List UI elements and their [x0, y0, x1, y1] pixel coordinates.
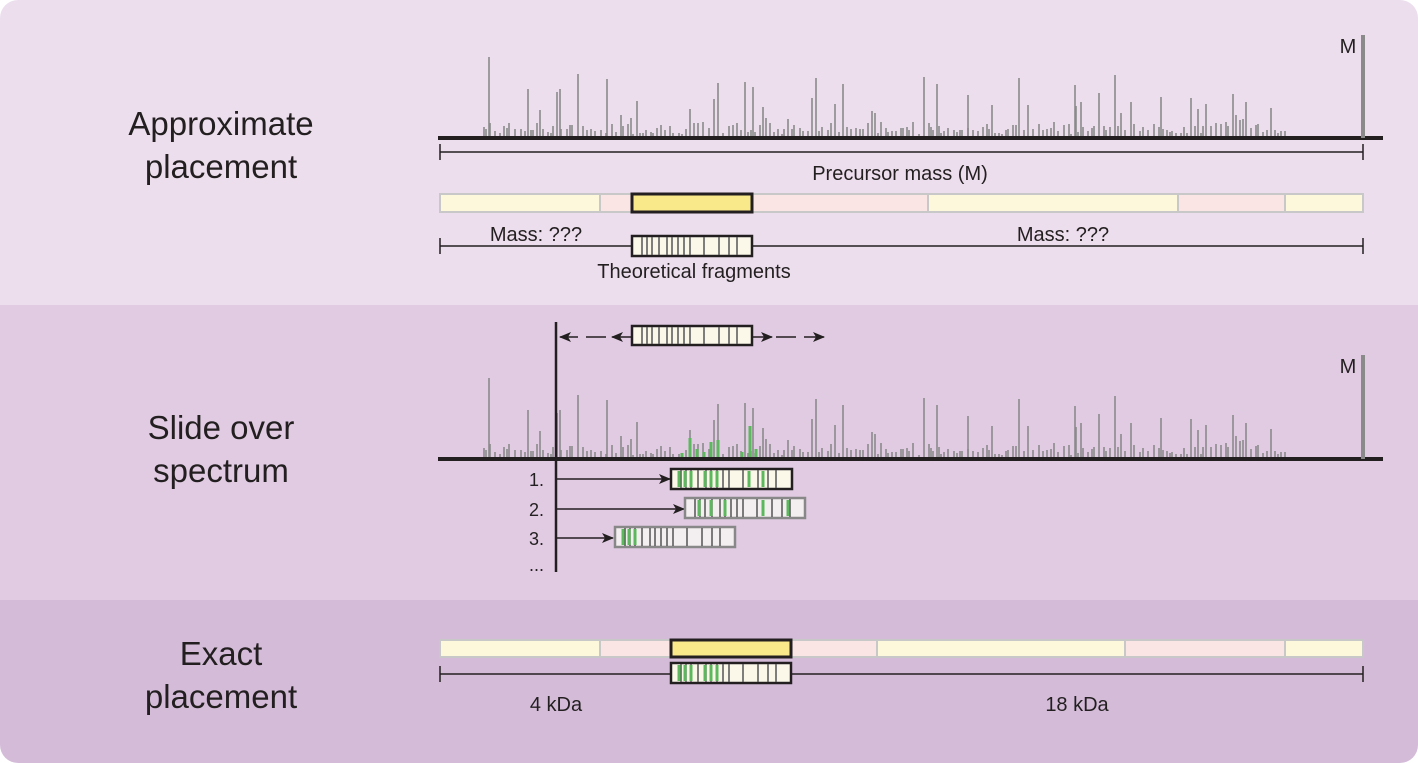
attempt-label: 3. [529, 529, 544, 549]
sequence-segment [790, 639, 878, 658]
sequence-segment [599, 639, 672, 658]
step-title-exact: Exact placement [40, 632, 402, 718]
sequence-segment [927, 193, 1179, 213]
sliding-fragments-box [630, 324, 754, 347]
precursor-mass-label: Precursor mass (M) [812, 163, 988, 185]
precursor-peak-label: M [1340, 36, 1357, 58]
sequence-segment [1124, 639, 1286, 658]
spectrum-peaks [483, 57, 1286, 137]
step-title-approximate: Approximate placement [40, 102, 402, 188]
spectrum-peaks [483, 378, 1286, 458]
attempt-label: 2. [529, 500, 544, 520]
theoretical-fragments-label: Theoretical fragments [597, 261, 790, 283]
sequence-segment [751, 193, 929, 213]
sequence-segment [599, 193, 633, 213]
placed-fragments-box [669, 661, 793, 685]
sequence-segment [1177, 193, 1286, 213]
precursor-peak-label: M [1340, 356, 1357, 378]
attempt-label: ... [529, 555, 544, 575]
fragment-box [630, 234, 754, 258]
step-title-line: placement [144, 148, 298, 185]
mass-ruler [439, 666, 1364, 682]
protein-sequence-bar [439, 639, 1364, 658]
step-title-line: Slide over [147, 409, 295, 446]
sequence-segment [439, 193, 601, 213]
left-mass-unknown: Mass: ??? [490, 224, 582, 246]
right-mass-unknown: Mass: ??? [1017, 224, 1109, 246]
fragment-box [630, 324, 754, 347]
fragment-box [613, 525, 737, 549]
precursor-mass-ruler [439, 144, 1364, 160]
step-title-slide: Slide over spectrum [40, 406, 402, 492]
fragment-box [683, 496, 807, 520]
right-mass-label: 18 kDa [1045, 694, 1109, 716]
matched-peaks [680, 426, 758, 458]
attempt-1-fragments [669, 467, 794, 491]
attempt-3-fragments [613, 525, 737, 549]
sequence-segment [1284, 193, 1364, 213]
sequence-segment [439, 639, 601, 658]
step-title-line: Approximate [128, 105, 314, 142]
sequence-segment [876, 639, 1126, 658]
protein-sequence-bar [439, 193, 1364, 213]
mass-ruler [439, 238, 1364, 254]
step-title-line: placement [144, 678, 298, 715]
sequence-segment [1284, 639, 1364, 658]
fragment-box [669, 661, 793, 685]
step-title-line: Exact [179, 635, 263, 672]
candidate-region [630, 192, 754, 214]
left-mass-label: 4 kDa [530, 694, 583, 716]
placed-region [669, 638, 793, 659]
attempt-2-fragments [683, 496, 807, 520]
attempt-label: 1. [529, 470, 544, 490]
fragment-box [669, 467, 794, 491]
theoretical-fragments-box [630, 234, 754, 258]
step-title-line: spectrum [153, 452, 289, 489]
